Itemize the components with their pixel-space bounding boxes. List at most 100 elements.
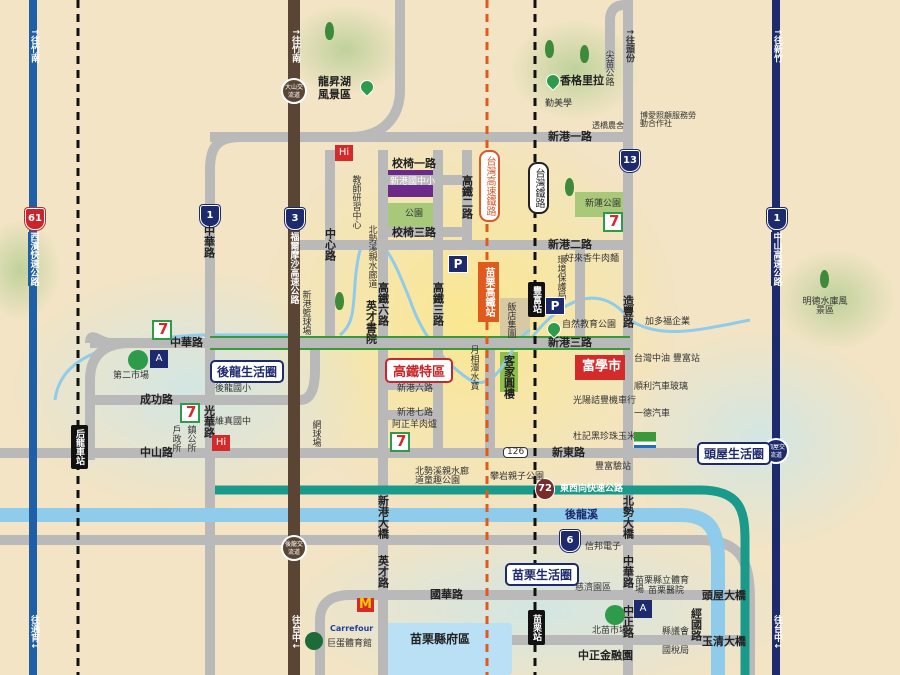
poi-houlong-elem[interactable]: 後龍國小 [215,384,252,394]
poi-stadium[interactable]: 苗栗縣立體育場 [635,576,690,596]
poi-finance[interactable]: 中正金融園 [578,649,633,662]
poi-fengfu-shop[interactable]: 豐富驗站 [595,462,632,472]
poi-yuexiang[interactable]: 月相潭水寶 [468,345,479,390]
houlong-zone-label: 後龍生活圈 [210,360,285,383]
poi-cpc[interactable]: 台灣中油 豐富站 [634,354,700,364]
poi-tzuchi[interactable]: 慈濟園區 [575,583,612,593]
highway-3-shield: 3 [285,208,305,230]
tree-icon [545,40,554,58]
road-label: 中山路 [140,446,173,459]
poi-shunli[interactable]: 順利汽車玻璃 [634,382,689,392]
road-label: 新港六路 [397,384,434,394]
fuxue-label: 富學市 [582,359,622,374]
houlong-station[interactable]: 后龍車站 [71,425,88,469]
poi-guangyang[interactable]: 光陽詰豐機車行 [573,396,637,406]
starbucks-icon [305,632,323,650]
road-label: 新港七路 [397,408,434,418]
county-126-shield: 126 [503,447,529,459]
parking-icon: P [545,297,565,315]
direction-label: 往通宵↓ [29,615,39,650]
poi-shangrila[interactable]: 香格里拉 [560,74,604,87]
hsr-zone-area [260,120,680,520]
fuxue-block [575,355,625,380]
poi-nature-park[interactable]: 自然教育公園 [562,320,617,330]
poi-township[interactable]: 鎮公所 [185,425,196,452]
poi-epa[interactable]: 環境保護局 [555,255,566,300]
poi-fun-park[interactable]: 北勢溪親水廊道童趣公園 [415,467,470,487]
road-label: 校椅一路 [392,157,436,170]
poi-council[interactable]: 縣議會 [662,627,690,637]
touwu-zone-label: 頭屋生活圈 [697,442,772,465]
highway-61-shield: 61 [25,208,45,230]
poi-park[interactable]: 公園 [405,209,424,219]
poi-hotel[interactable]: 飯店集團 [505,302,516,338]
road-label: 高鐵三路 [431,282,445,326]
road-label: 中華路 [170,336,203,349]
poi-teacher-center[interactable]: 教師研習中心 [350,175,361,229]
poi-touqiao[interactable]: 透橋農舍 [592,121,624,130]
miaoli-station[interactable]: 苗栗站 [528,610,545,645]
poi-beishi-corridor[interactable]: 北勢溪親水廊道 [366,225,377,288]
poi-xinlian-park[interactable]: 新蓮公園 [585,199,622,209]
direction-label: ↑往頭份 [624,28,634,63]
seven-eleven-icon [603,212,623,232]
expressway-label: 東西向快速公路 [560,484,624,494]
road-label: 新港一路 [548,130,592,143]
tree-icon [565,178,574,196]
road-label: 造豐路 [621,295,635,328]
hsr-zone-label: 高鐵特區 [385,358,454,383]
longsheng-area [285,5,405,95]
park-block [385,203,433,228]
seven-eleven-icon [180,403,200,423]
poi-dome[interactable]: 巨蛋體育館 [327,639,373,649]
county-gov-area [378,623,512,675]
poi-weizhen[interactable]: 維真國中 [215,417,252,427]
poi-beef-noodle[interactable]: 好來香牛肉麵 [565,254,620,264]
mingde-area [775,250,895,350]
road-label: 中華路 [202,225,216,258]
road-label: 英才路 [376,555,390,588]
poi-hakka[interactable]: 客家圓樓 [502,355,516,399]
tree-icon [820,270,829,288]
miaoli-hsr-station[interactable]: 苗栗高鐵站 [478,262,499,322]
tree-icon [325,22,334,40]
poi-household[interactable]: 戶政所 [170,425,181,452]
poi-mingde[interactable]: 明德水庫風景區 [802,297,848,317]
bridge-label: 玉清大橋 [702,635,746,648]
expressway-72 [215,485,750,675]
road-label: 高鐵六路 [376,282,390,326]
poi-tax[interactable]: 國稅局 [662,646,690,656]
prov-6-shield: 6 [560,530,580,552]
poi-climb-park[interactable]: 攀岩親子公園 [490,472,545,482]
poi-market2[interactable]: 第二市場 [113,371,150,381]
poi-hospital[interactable]: 苗栗醫院 [648,586,685,596]
poi-beimiao[interactable]: 北苗市場 [592,626,629,636]
mcdonalds-icon: M [357,597,374,612]
poi-basketball[interactable]: 新港籃球場 [300,290,311,335]
bridge-label: 頭屋大橋 [702,589,746,602]
fengfu-station[interactable]: 豐富站 [528,282,545,317]
bridge-label: 北勢大橋 [621,495,635,539]
hilife-icon: Hi [212,435,230,451]
road-label: 尖苗公路 [603,50,614,86]
miaoli-zone-label: 苗栗生活圈 [505,563,580,586]
poi-longsheng[interactable]: 龍昇湖風景區 [318,75,351,101]
poi-sinbon[interactable]: 信邦電子 [585,542,622,552]
road-label: 新東路 [552,446,585,459]
poi-yingcai-academy[interactable]: 英才書院 [364,300,378,344]
poi-boai[interactable]: 博愛照顧服務勞動合作社 [640,111,696,129]
road-label: 國華路 [430,588,463,601]
poi-xingang-school[interactable]: 新港國中小 [390,177,436,187]
carrefour-logo: Carrefour [330,624,374,633]
poi-corn[interactable]: 杜記黑珍珠玉米 [573,432,637,442]
poi-jiaduofu[interactable]: 加多福企業 [645,317,691,327]
poi-qinmei[interactable]: 勤美學 [545,99,573,109]
xingang3-green-edges [210,336,630,350]
poi-azheng[interactable]: 阿正羊肉爐 [392,420,438,430]
hilife-icon: Hi [335,145,353,161]
road-label: 中心路 [323,228,337,261]
poi-tennis[interactable]: 網球場 [310,420,321,447]
direction-label: ↑往竹南 [290,28,300,63]
poi-yide[interactable]: 一德汽車 [634,409,671,419]
